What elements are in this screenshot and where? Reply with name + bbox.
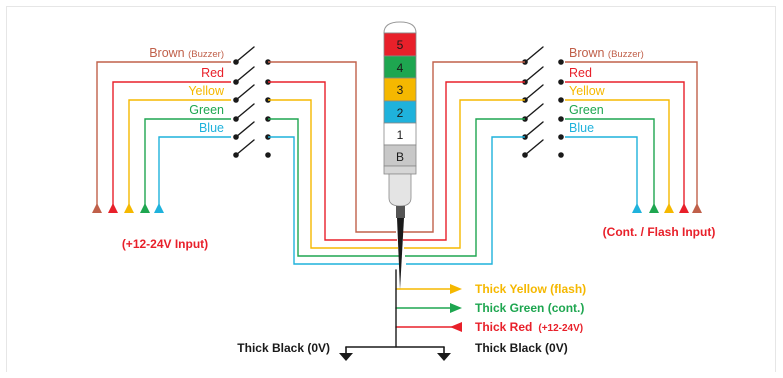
- wire-left-green-to-tower: [268, 118, 399, 257]
- right-input-label: (Cont. / Flash Input): [603, 225, 716, 239]
- left-switch-contact-b: [265, 152, 271, 158]
- right-switch-blade: [524, 103, 544, 120]
- ground-right-label: Thick Black (0V): [475, 341, 568, 355]
- left-switch-blade: [235, 84, 255, 101]
- tower-segment-label: 2: [397, 106, 404, 120]
- right-switch-contact-b: [558, 152, 564, 158]
- right-label-green: Green: [569, 103, 604, 117]
- output-arrow-green-icon: [450, 303, 462, 313]
- arrow-right-green-icon: [649, 203, 659, 213]
- left-switch-blade: [235, 66, 255, 83]
- right-label-note: (Buzzer): [608, 49, 644, 60]
- wire-right-brown-to-tower: [402, 61, 525, 233]
- arrow-left-yellow-icon: [124, 203, 134, 213]
- wire-left-red-input: [112, 81, 231, 205]
- tower-segment-label: B: [396, 150, 404, 164]
- arrow-left-brown-icon: [92, 203, 102, 213]
- wire-left-brown-input: [96, 61, 231, 205]
- right-label-red: Red: [569, 66, 592, 80]
- output-label-text: Thick Green (cont.): [475, 301, 584, 315]
- input-arrow-red-icon: [450, 322, 462, 332]
- ground-arrow-icon: [339, 353, 353, 361]
- output-label-yellow: Thick Yellow (flash): [475, 282, 586, 296]
- left-label-green: Green: [189, 103, 224, 117]
- tower-segment-label: 5: [397, 38, 404, 52]
- left-switch-blade: [235, 121, 255, 138]
- wire-left-yellow-input: [128, 99, 231, 205]
- wire-left-yellow-to-tower: [268, 99, 398, 249]
- wire-right-brown-input: [565, 61, 698, 205]
- wire-right-yellow-input: [565, 99, 670, 205]
- cable-bundle: [397, 218, 404, 290]
- right-switch-blade: [524, 84, 544, 101]
- wire-left-red-to-tower: [268, 81, 397, 241]
- arrow-right-blue-icon: [632, 203, 642, 213]
- output-arrow-yellow-icon: [450, 284, 462, 294]
- diagram-frame: [6, 6, 776, 372]
- right-switch-contact-b: [558, 97, 564, 103]
- right-label-brown: Brown (Buzzer): [569, 46, 644, 60]
- tower-segment-label: 4: [397, 61, 404, 75]
- output-label-text: Thick Yellow (flash): [475, 282, 586, 296]
- tower-base-ring: [383, 165, 417, 175]
- wire-right-red-input: [565, 81, 685, 205]
- right-switch-contact-b: [558, 59, 564, 65]
- arrow-right-brown-icon: [692, 203, 702, 213]
- arrow-left-blue-icon: [154, 203, 164, 213]
- right-switch-blade: [524, 46, 544, 63]
- wire-right-yellow-to-tower: [404, 99, 525, 249]
- tower-stem: [396, 206, 405, 218]
- wire-right-green-to-tower: [405, 118, 525, 257]
- left-label-brown: Brown (Buzzer): [149, 46, 224, 60]
- right-label-blue: Blue: [569, 121, 594, 135]
- left-label-main: Brown: [149, 46, 188, 60]
- wire-right-blue-to-tower: [406, 136, 525, 265]
- left-switch-blade: [235, 103, 255, 120]
- output-label-text: Thick Red: [475, 320, 532, 334]
- left-input-label: (+12-24V Input): [122, 237, 208, 251]
- tower-segment-label: 3: [397, 83, 404, 97]
- right-switch-blade: [524, 121, 544, 138]
- tower-base: [388, 173, 412, 207]
- right-label-yellow: Yellow: [569, 84, 606, 98]
- wire-right-green-input: [565, 118, 655, 205]
- arrow-right-red-icon: [679, 203, 689, 213]
- left-label-yellow: Yellow: [188, 84, 225, 98]
- wire-right-blue-input: [565, 136, 638, 205]
- tower-segment-label: 1: [397, 128, 404, 142]
- ground-left-label: Thick Black (0V): [237, 341, 330, 355]
- right-switch-contact-b: [558, 116, 564, 122]
- tower-cap: [383, 21, 417, 34]
- wire-left-blue-to-tower: [268, 136, 400, 265]
- right-switch-contact-b: [558, 79, 564, 85]
- left-switch-blade: [235, 139, 255, 156]
- arrow-right-yellow-icon: [664, 203, 674, 213]
- wire-left-green-input: [144, 118, 231, 205]
- left-label-note: (Buzzer): [188, 49, 224, 60]
- arrow-left-red-icon: [108, 203, 118, 213]
- left-label-blue: Blue: [199, 121, 224, 135]
- output-label-red: Thick Red (+12-24V): [475, 320, 583, 334]
- ground-arrow-icon: [437, 353, 451, 361]
- output-label-note: (+12-24V): [538, 323, 583, 334]
- arrow-left-green-icon: [140, 203, 150, 213]
- left-switch-blade: [235, 46, 255, 63]
- left-label-red: Red: [201, 66, 224, 80]
- right-switch-contact-b: [558, 134, 564, 140]
- wire-left-brown-to-tower: [268, 61, 396, 233]
- output-label-green: Thick Green (cont.): [475, 301, 584, 315]
- wire-left-blue-input: [158, 136, 231, 205]
- right-switch-blade: [524, 139, 544, 156]
- wire-right-red-to-tower: [403, 81, 525, 241]
- right-switch-blade: [524, 66, 544, 83]
- right-label-main: Brown: [569, 46, 608, 60]
